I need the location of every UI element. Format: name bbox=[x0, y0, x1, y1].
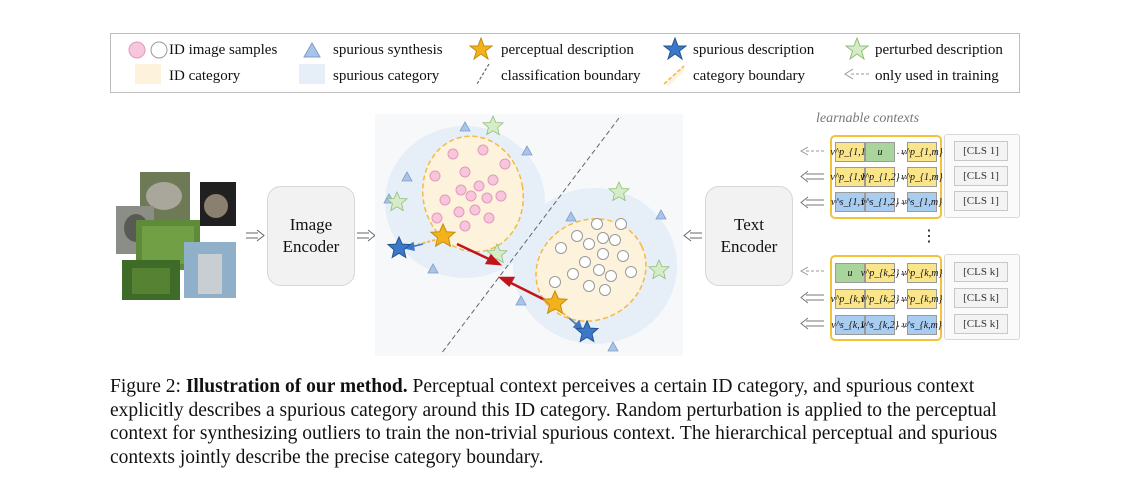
caption-text: Perceptual context perceives a certain I… bbox=[110, 376, 998, 468]
token-ellipsis: … bbox=[896, 143, 908, 157]
token: u bbox=[865, 142, 895, 162]
id-samples-icon bbox=[128, 41, 168, 59]
spurious-star-icon bbox=[663, 37, 687, 61]
legend-spurious-description: spurious description bbox=[693, 42, 815, 58]
image-samples-collage bbox=[116, 172, 236, 300]
token: v^s_{1,2} bbox=[861, 192, 899, 212]
context-group-1: v^p_{1,1} u … v^p_{1,m} v^p_{1,1} v^p_{1… bbox=[830, 135, 943, 219]
token-ellipsis: … bbox=[896, 290, 908, 304]
feature-space-illustration bbox=[383, 115, 677, 355]
text-encoder-line1: Text bbox=[734, 215, 764, 234]
learnable-contexts-label: learnable contexts bbox=[816, 111, 920, 126]
arrow-text-encoder-to-space bbox=[683, 229, 702, 242]
perturbed-star-icon bbox=[845, 37, 869, 61]
token: v^p_{1,1} bbox=[830, 167, 870, 187]
legend-spurious-synthesis: spurious synthesis bbox=[333, 42, 443, 58]
image-encoder-line1: Image bbox=[289, 215, 333, 234]
token: v^p_{1,2} bbox=[860, 167, 900, 187]
spurious-category-swatch bbox=[299, 64, 325, 84]
cls-token: [CLS k] bbox=[954, 288, 1008, 308]
token: v^p_{k,m} bbox=[902, 289, 942, 309]
legend-classification-boundary: classification boundary bbox=[501, 68, 641, 84]
cls-token: [CLS 1] bbox=[954, 141, 1008, 161]
token: v^s_{1,1} bbox=[831, 192, 869, 212]
dashed-arrow-icon bbox=[844, 68, 869, 80]
token: v^s_{1,m} bbox=[902, 192, 942, 212]
perceptual-star-1 bbox=[429, 222, 457, 248]
legend-id-samples: ID image samples bbox=[169, 42, 278, 58]
context-group-k: u v^p_{k,2} … v^p_{k,m} v^p_{k,1} v^p_{k… bbox=[830, 255, 942, 341]
spurious-star-1 bbox=[386, 235, 412, 259]
token: v^s_{k,2} bbox=[861, 315, 899, 335]
image-encoder-line2: Encoder bbox=[282, 237, 340, 256]
token: v^p_{k,2} bbox=[861, 263, 899, 283]
id-category-swatch bbox=[135, 64, 161, 84]
perceptual-star-icon bbox=[469, 37, 493, 61]
token-ellipsis: … bbox=[896, 264, 908, 278]
token-ellipsis: … bbox=[896, 316, 908, 330]
arrow-images-to-encoder bbox=[246, 229, 265, 242]
legend-perturbed-description: perturbed description bbox=[875, 42, 1003, 58]
token-ellipsis: … bbox=[896, 168, 908, 182]
token-ellipsis: … bbox=[896, 193, 908, 207]
token: v^p_{1,1} bbox=[830, 142, 870, 162]
vertical-ellipsis: ⋮ bbox=[921, 228, 937, 245]
arrow-encoder-to-space bbox=[357, 229, 376, 242]
spurious-synthesis-icon bbox=[303, 41, 321, 58]
cls-token: [CLS k] bbox=[954, 314, 1008, 334]
token: v^s_{k,m} bbox=[902, 315, 942, 335]
caption-prefix: Figure 2: bbox=[110, 376, 186, 397]
legend-category-boundary: category boundary bbox=[693, 68, 806, 84]
cls-token: [CLS 1] bbox=[954, 191, 1008, 211]
legend-only-training: only used in training bbox=[875, 68, 999, 84]
token: v^p_{1,m} bbox=[901, 167, 943, 187]
token: u bbox=[835, 263, 865, 283]
legend-perceptual-description: perceptual description bbox=[501, 42, 634, 58]
token: v^p_{k,1} bbox=[831, 289, 869, 309]
caption-bold: Illustration of our method. bbox=[185, 376, 408, 397]
legend-id-category: ID category bbox=[169, 68, 241, 84]
context-row-arrows-1 bbox=[799, 146, 824, 209]
cls-token: [CLS 1] bbox=[954, 166, 1008, 186]
pink-id-samples bbox=[429, 144, 511, 232]
perceptual-star-2 bbox=[541, 289, 569, 315]
white-id-samples bbox=[549, 218, 637, 296]
classification-boundary bbox=[440, 117, 620, 355]
token: v^p_{1,m} bbox=[901, 142, 943, 162]
cls-token: [CLS k] bbox=[954, 262, 1008, 282]
spurious-star-2 bbox=[574, 319, 600, 343]
classification-boundary-icon bbox=[476, 63, 490, 85]
red-arrows bbox=[456, 242, 546, 302]
legend: ID image samples ID category spurious sy… bbox=[110, 33, 1020, 93]
figure-caption: Figure 2: Illustration of our method. Pe… bbox=[110, 375, 1025, 469]
token: v^s_{k,1} bbox=[831, 315, 869, 335]
legend-spurious-category: spurious category bbox=[333, 68, 440, 84]
token: v^p_{k,2} bbox=[861, 289, 899, 309]
text-encoder-line2: Encoder bbox=[720, 237, 778, 256]
context-row-arrows-k bbox=[799, 266, 824, 330]
token: v^p_{k,m} bbox=[902, 263, 942, 283]
category-boundary-icon bbox=[663, 65, 685, 86]
